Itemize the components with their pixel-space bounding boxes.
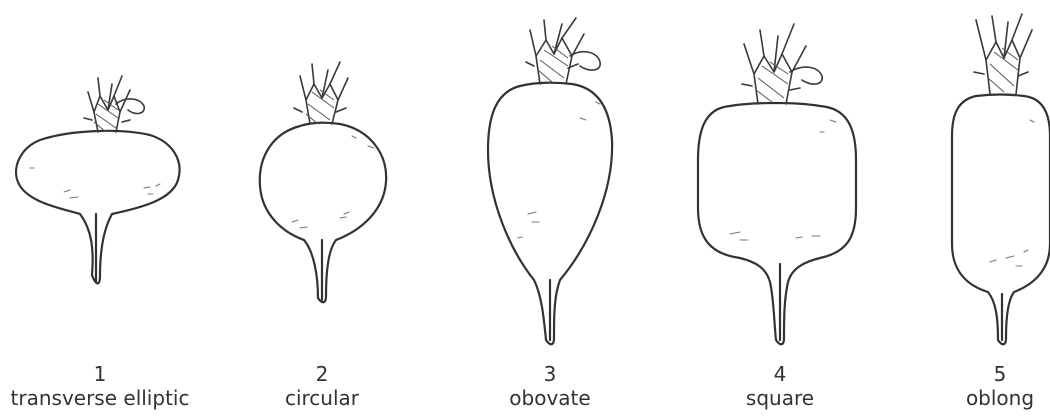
root-oblong-illustration: [952, 14, 1050, 344]
root-circular-illustration: [260, 62, 386, 302]
root-transverse-elliptic-illustration: [16, 76, 179, 283]
shape-name: oblong: [950, 386, 1050, 410]
shape-number: 4: [720, 362, 840, 386]
caption-oblong: 5 oblong: [950, 362, 1050, 410]
root-obovate-illustration: [488, 18, 612, 344]
leaf-crown-icon: [974, 14, 1032, 94]
leaf-crown-icon: [526, 18, 600, 84]
shape-number: 5: [950, 362, 1050, 386]
caption-circular: 2 circular: [262, 362, 382, 410]
leaf-crown-icon: [742, 24, 822, 104]
caption-obovate: 3 obovate: [490, 362, 610, 410]
shape-name: square: [720, 386, 840, 410]
shape-name: obovate: [490, 386, 610, 410]
shape-name: transverse elliptic: [0, 386, 200, 410]
shape-number: 1: [0, 362, 200, 386]
leaf-crown-icon: [294, 62, 348, 124]
shape-number: 3: [490, 362, 610, 386]
caption-transverse-elliptic: 1 transverse elliptic: [0, 362, 200, 410]
leaf-crown-icon: [84, 76, 144, 132]
shape-number: 2: [262, 362, 382, 386]
root-square-illustration: [698, 24, 856, 344]
caption-square: 4 square: [720, 362, 840, 410]
shape-name: circular: [262, 386, 382, 410]
